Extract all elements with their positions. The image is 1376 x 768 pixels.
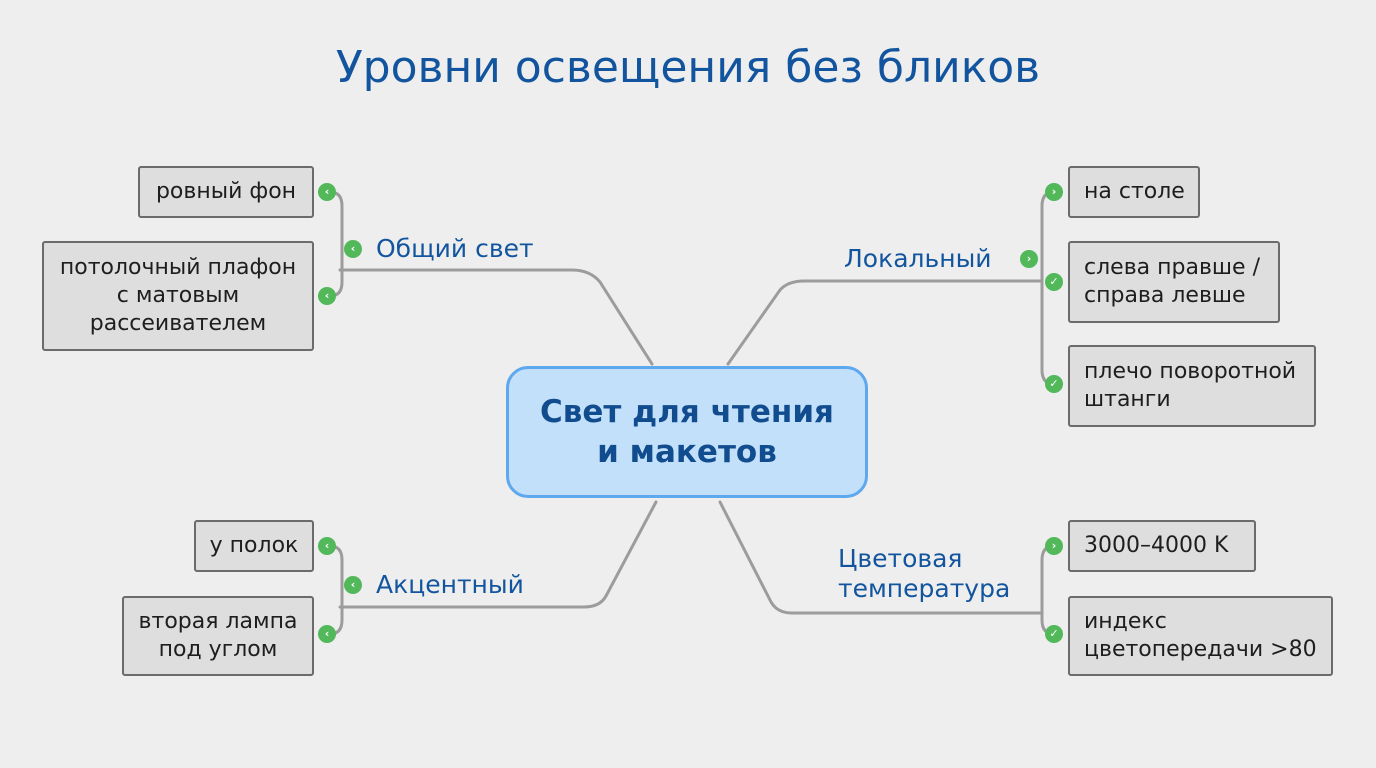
link-general-bracket (328, 190, 344, 298)
chevron-left-icon: ‹ (318, 183, 336, 201)
central-topic: Свет для чтения и макетов (506, 366, 868, 498)
leaf-general-1: ровный фон (138, 166, 314, 218)
link-center-general (338, 268, 654, 366)
chevron-right-icon: › (1045, 537, 1063, 555)
chevron-right-icon: › (1020, 250, 1038, 268)
leaf-text: рассеивателем (89, 311, 267, 336)
leaf-text: плечо поворотной (1084, 359, 1297, 384)
chevron-left-icon: ‹ (344, 240, 362, 258)
leaf-general-2: потолочный плафон с матовым рассеивателе… (42, 241, 314, 351)
leaf-text: у полок (209, 533, 299, 558)
check-icon: ✓ (1045, 375, 1063, 393)
chevron-left-icon: ‹ (344, 576, 362, 594)
leaf-colortemp-2: индекс цветопередачи >80 (1068, 596, 1333, 676)
branch-local-label: Локальный (844, 244, 992, 273)
diagram-title: Уровни освещения без бликов (335, 42, 1041, 93)
central-topic-line-1: Свет для чтения (540, 394, 834, 430)
branch-label-line: температура (838, 574, 1011, 603)
branch-label-line: Цветовая (838, 544, 963, 573)
leaf-text: ровный фон (155, 179, 297, 204)
leaf-text: справа левше (1084, 283, 1246, 308)
leaf-text: потолочный плафон (59, 255, 297, 280)
link-colortemp-bracket (1040, 544, 1056, 636)
leaf-text: индекс (1084, 609, 1167, 634)
leaf-local-1: на столе (1068, 166, 1200, 218)
central-topic-line-2: и макетов (597, 434, 777, 470)
branch-accent-label: Акцентный (376, 570, 524, 599)
leaf-text: вторая лампа (138, 609, 298, 634)
chevron-right-icon: › (1045, 183, 1063, 201)
leaf-local-2: слева правше / справа левше (1068, 241, 1280, 323)
branch-colortemp-label: Цветовая температура (838, 544, 1010, 604)
leaf-text: цветопередачи >80 (1084, 637, 1317, 662)
link-center-accent (338, 500, 658, 609)
leaf-text: с матовым (116, 283, 240, 308)
leaf-local-3: плечо поворотной штанги (1068, 345, 1316, 427)
leaf-accent-1: у полок (194, 520, 314, 572)
leaf-colortemp-1: 3000–4000 K (1068, 520, 1256, 572)
branch-general-label: Общий свет (376, 234, 534, 263)
chevron-left-icon: ‹ (318, 537, 336, 555)
leaf-text: слева правше / (1084, 255, 1260, 280)
leaf-text: на столе (1084, 179, 1185, 204)
chevron-left-icon: ‹ (318, 625, 336, 643)
leaf-text: штанги (1084, 387, 1171, 412)
check-icon: ✓ (1045, 625, 1063, 643)
leaf-text: 3000–4000 K (1084, 533, 1229, 558)
link-center-local (726, 279, 1042, 366)
link-accent-bracket (328, 544, 344, 636)
leaf-text: под углом (158, 637, 278, 662)
check-icon: ✓ (1045, 273, 1063, 291)
leaf-accent-2: вторая лампа под углом (122, 596, 314, 676)
chevron-left-icon: ‹ (318, 287, 336, 305)
link-center-colortemp (718, 500, 1042, 615)
